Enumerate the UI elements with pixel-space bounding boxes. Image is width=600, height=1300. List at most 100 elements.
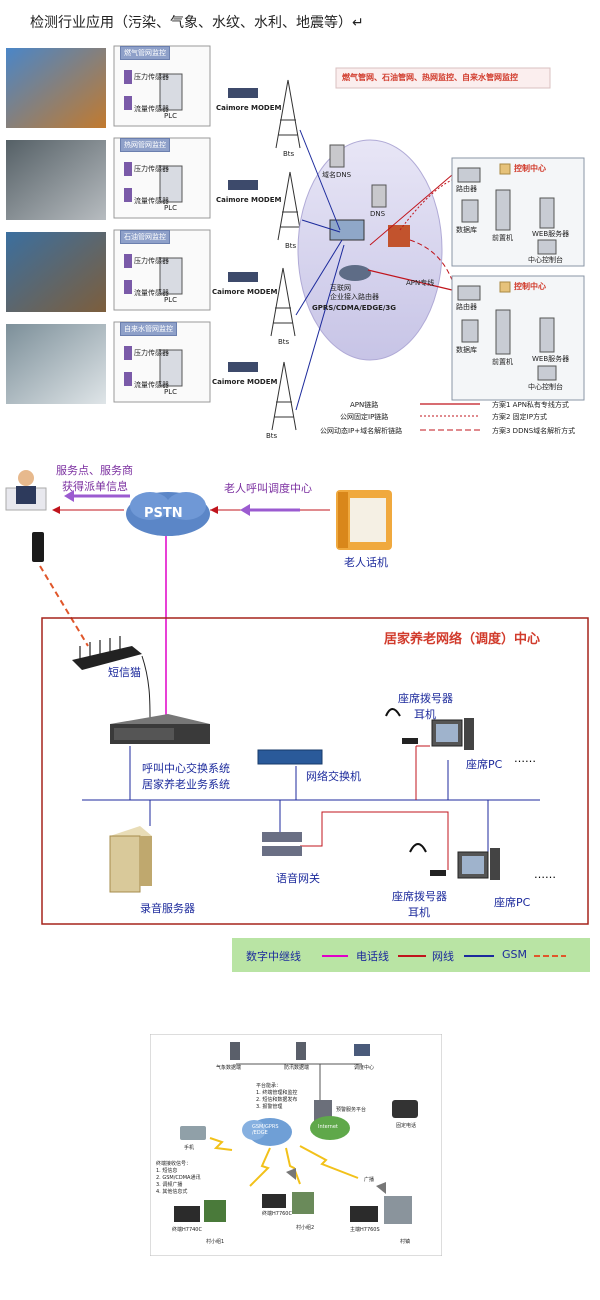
legend-net: 网线	[432, 950, 454, 963]
center-links	[367, 174, 453, 291]
agent-pc-label: 座席PC	[466, 758, 503, 771]
sms-modem-label: 短信猫	[108, 666, 141, 679]
gsm-cloud-label: GSM/GPRS /EDGE	[252, 1124, 279, 1136]
cc-item: 路由器	[456, 303, 477, 311]
cc-item: 路由器	[456, 185, 477, 193]
pipeline-photo-1	[6, 48, 106, 128]
station-device: 终端H7760C	[262, 1211, 292, 1217]
voice-gateway-label: 语音网关	[276, 872, 320, 885]
platform-note: 1. 终端管理和监控	[256, 1090, 298, 1096]
diagram2-canvas	[5, 470, 590, 972]
bts-label: Bts	[283, 150, 295, 158]
terminal-note: 2. GSM/CDMA通讯	[156, 1175, 201, 1181]
legend-line-label: APN链路	[350, 401, 379, 409]
bts-label: Bts	[278, 338, 290, 346]
sensor-label: 压力传感器	[134, 165, 169, 173]
sensor-label: 压力传感器	[134, 257, 169, 265]
diagram3-canvas	[150, 1034, 442, 1256]
cc-item: 中心控制台	[528, 256, 563, 264]
dns-server-1	[329, 144, 345, 168]
control-center-title-bg	[499, 163, 511, 293]
top-servers	[230, 1042, 306, 1060]
business-system-label: 居家养老业务系统	[142, 778, 230, 791]
network-switch-label: 网络交换机	[306, 770, 361, 783]
diagram1-canvas	[6, 45, 585, 431]
cc-item: WEB服务器	[532, 230, 570, 238]
modems	[228, 88, 258, 372]
gsm-cloud	[242, 1118, 292, 1146]
station-device: 主端H7760S	[350, 1227, 380, 1233]
legend-desc: 方案2 固定IP方式	[492, 413, 547, 421]
handset-icon	[180, 1126, 206, 1140]
legend-desc: 方案3 DDNS域名解析方式	[492, 427, 576, 435]
plc-label: PLC	[164, 388, 178, 396]
pipeline-photo-2	[6, 140, 106, 220]
mobile-phone-icon	[32, 532, 44, 562]
control-center-title: 控制中心	[514, 282, 546, 291]
call-center-label: 老人呼叫调度中心	[224, 482, 312, 495]
service-label-2: 获得派单信息	[62, 480, 128, 493]
handset-label: 手机	[184, 1145, 195, 1151]
cc-item: WEB服务器	[532, 355, 570, 363]
plc-label: PLC	[164, 296, 178, 304]
panel-label-4: 自来水管网监控	[120, 322, 177, 336]
panel-label-1: 燃气管网监控	[120, 46, 170, 60]
service-label-1: 服务点、服务商	[56, 464, 133, 477]
platform-note: 3. 报警管理	[256, 1104, 283, 1110]
cc-item: 数据库	[456, 346, 477, 354]
platform-note: 平台能承：	[256, 1083, 282, 1089]
platform-label: 预警服务平台	[336, 1107, 367, 1113]
dns-server-2	[371, 184, 387, 208]
pipeline-monitoring-diagram: 燃气管网监控 热网管网监控 石油管网监控 自来水管网监控 压力传感器 流量传感器…	[0, 40, 600, 450]
radio-links	[295, 129, 345, 411]
router-label: 互联网 企业接入路由器	[330, 284, 379, 301]
gsm-link	[39, 565, 89, 647]
bts-label: Bts	[285, 242, 297, 250]
sms-modem-icon	[72, 636, 142, 670]
elderly-care-diagram: 服务点、服务商 获得派单信息 老人呼叫调度中心 PSTN 老人话机 居家养老网络…	[0, 450, 600, 980]
legend-lines	[420, 403, 480, 431]
terminal-note: 1. 短信息	[156, 1168, 178, 1174]
legend-phone: 电话线	[356, 950, 389, 963]
sensor-label: 压力传感器	[134, 73, 169, 81]
sensor-label: 流量传感器	[134, 289, 169, 297]
stations	[174, 1192, 412, 1224]
modem-label: Caimore MODEM	[212, 288, 278, 296]
station-place: 村镇	[400, 1239, 411, 1245]
dispatch-monitor	[354, 1044, 370, 1056]
terminal-note: 4. 其他信息式	[156, 1189, 188, 1195]
agent-pc-label: 座席PC	[494, 896, 531, 909]
modem-label: Caimore MODEM	[212, 378, 278, 386]
horn-speakers	[286, 1168, 386, 1194]
cc-item: 中心控制台	[528, 383, 563, 391]
network-cloud	[297, 139, 443, 361]
station-place: 村小组2	[296, 1225, 315, 1231]
top-node: 防汛数据端	[284, 1065, 310, 1071]
router	[339, 265, 371, 281]
voice-gateway-icon	[262, 832, 302, 856]
dns-label: 域名DNS	[322, 171, 352, 179]
desk-phone-label: 固定电话	[396, 1123, 417, 1129]
terminal-note: 3. 调频广播	[156, 1182, 183, 1188]
banner-text: 燃气管网、石油管网、热网监控、自来水管网监控	[342, 73, 518, 82]
pstn-cloud	[126, 492, 210, 536]
rack-server-icon	[110, 714, 210, 744]
plc-units	[159, 73, 183, 387]
legend-desc: 方案1 APN私有专线方式	[492, 401, 569, 409]
station-device: 终端H7740C	[172, 1227, 202, 1233]
pipeline-photo-4	[6, 324, 106, 404]
terminal-note: 终端接收信号：	[156, 1161, 192, 1167]
sensors	[124, 70, 132, 386]
cc-item: 前置机	[492, 234, 513, 242]
dns-label: DNS	[370, 210, 386, 218]
pstn-label: PSTN	[144, 506, 183, 521]
legend-line-label: 公网动态IP+域名解析链路	[320, 427, 403, 435]
network-switch-icon	[257, 749, 323, 765]
arrows	[52, 490, 330, 516]
desk-phone-icon	[392, 1100, 418, 1118]
top-node: 气象数据端	[216, 1065, 242, 1071]
banner-frame	[335, 67, 551, 89]
sensor-label: 流量传感器	[134, 381, 169, 389]
modem-label: Caimore MODEM	[216, 104, 282, 112]
record-server-icon	[109, 826, 152, 893]
